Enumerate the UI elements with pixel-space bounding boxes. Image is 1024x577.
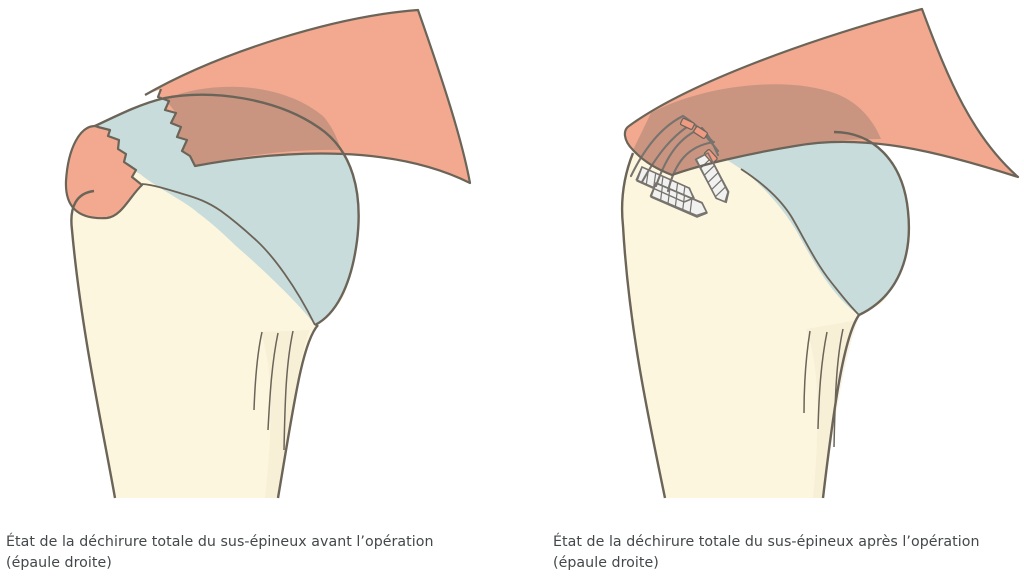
caption-line-2: (épaule droite) bbox=[553, 555, 659, 571]
humerus-outline bbox=[70, 93, 360, 499]
tendon-outline bbox=[623, 7, 1020, 179]
before-operation-caption: État de la déchirure totale du sus-épine… bbox=[6, 532, 434, 574]
tendon-overlap-shadow bbox=[165, 86, 341, 166]
anchor-outline bbox=[636, 152, 729, 218]
suture-tab-1 bbox=[679, 117, 695, 130]
torn-supraspinatus-humeral-head-illustration bbox=[64, 8, 472, 499]
caption-line-1: État de la déchirure totale du sus-épine… bbox=[553, 534, 980, 550]
repaired-supraspinatus-suture-anchor-illustration bbox=[620, 7, 1020, 499]
supraspinatus-outline bbox=[144, 8, 472, 185]
after-operation-panel: État de la déchirure totale du sus-épine… bbox=[512, 0, 1024, 577]
bone-contour-lines bbox=[803, 328, 844, 448]
suture-tab-2 bbox=[693, 125, 708, 139]
torn-tendon-stump bbox=[65, 126, 142, 219]
cartilage-boundary-outline bbox=[740, 168, 860, 316]
caption-line-1: État de la déchirure totale du sus-épine… bbox=[6, 534, 434, 550]
tendon-overlap-shadow bbox=[633, 84, 881, 175]
bone-shaft-shadow bbox=[806, 320, 858, 498]
cartilage-boundary-outline bbox=[141, 183, 316, 326]
after-operation-caption: État de la déchirure totale du sus-épine… bbox=[553, 532, 980, 574]
caption-line-2: (épaule droite) bbox=[6, 555, 112, 571]
before-operation-panel: État de la déchirure totale du sus-épine… bbox=[6, 8, 472, 574]
humeral-head-cartilage bbox=[724, 132, 909, 315]
bone-contour-lines bbox=[253, 330, 294, 451]
torn-tendon-outline bbox=[64, 124, 144, 220]
humerus-outline bbox=[620, 130, 911, 499]
